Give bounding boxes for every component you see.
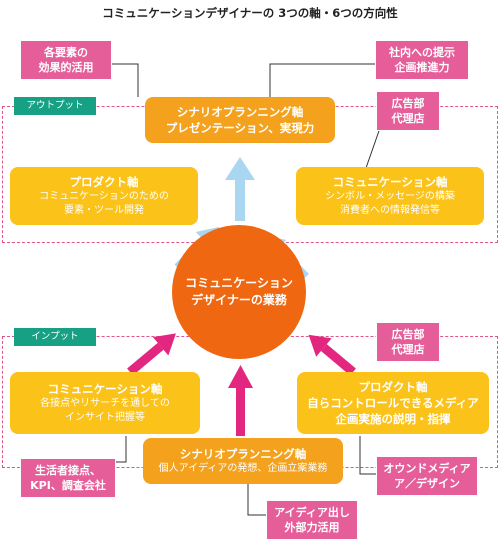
connector-top-right [269,63,375,97]
note-top-left-line2: 効果的活用 [38,61,94,74]
note-right-upper-line1: 広告部 [391,97,425,110]
box-bottom-right-line2: 企画実施の説明・指揮 [335,412,451,426]
note-bottom-left: 生活者接点、 KPI、調査会社 [20,458,116,498]
box-top-line1: プレゼンテーション、実現力 [165,121,315,135]
note-right-upper-line2: 代理店 [391,112,425,125]
zone-label-input: インプット [14,328,96,346]
note-bottom-center-line2: 外部力活用 [284,521,340,534]
note-bottom-left-line1: 生活者接点、 [35,464,101,477]
box-bottom-left-communication: コミュニケーション軸 各接点やリサーチを通しての インサイト把握等 [10,372,200,434]
box-bottom-title: シナリオプランニング軸 [179,447,307,461]
box-top-title: シナリオプランニング軸 [176,105,304,119]
note-top-right-line1: 社内への提示 [389,46,455,59]
box-top-right-title: コミュニケーション軸 [332,175,448,189]
box-top-left-line2: 要素・ツール開発 [64,205,144,216]
note-right-upper: 広告部 代理店 [376,91,440,131]
note-top-right-line2: 企画推進力 [394,61,450,74]
arrow-up-blue [225,157,255,221]
zone-label-output: アウトプット [14,97,96,115]
note-right-lower-line2: 代理店 [391,343,425,356]
note-right-lower-line1: 広告部 [391,328,425,341]
connector-bottom-center [247,484,266,516]
box-top-scenario: シナリオプランニング軸 プレゼンテーション、実現力 [145,97,335,143]
note-bottom-right-line1: オウンドメディア [383,462,471,475]
box-top-left-line1: コミュニケーションのための [39,191,169,202]
note-bottom-center: アイディア出し 外部力活用 [266,500,358,540]
note-right-lower: 広告部 代理店 [376,322,440,362]
box-top-left-title: プロダクト軸 [69,175,139,189]
box-bottom-left-title: コミュニケーション軸 [47,382,163,396]
note-bottom-left-line2: KPI、調査会社 [30,479,106,492]
diagram-title: コミュニケーションデザイナーの 3つの軸・6つの方向性 [102,6,398,20]
note-top-left-line1: 各要素の [44,46,88,59]
box-bottom-right-title: プロダクト軸 [358,380,428,394]
arrow-bottom-right-magenta [308,334,356,376]
note-top-left: 各要素の 効果的活用 [20,40,112,80]
connector-top-left [112,63,139,97]
box-top-right-line2: 消費者への情報発信等 [340,205,440,216]
center-line2: デザイナーの業務 [191,293,287,307]
box-bottom-left-line1: 各接点やリサーチを通しての [40,398,170,409]
connector-right-upper [365,127,381,169]
box-bottom-line1: 個人アイディアの発想、企画立案業務 [158,463,328,474]
note-bottom-right-line2: ア／デザイン [394,477,460,490]
box-bottom-scenario: シナリオプランニング軸 個人アイディアの発想、企画立案業務 [143,438,343,484]
box-top-left-product: プロダクト軸 コミュニケーションのための 要素・ツール開発 [10,167,198,225]
arrow-bottom-left-magenta [127,333,176,376]
box-top-right-communication: コミュニケーション軸 シンボル・メッセージの構築 消費者への情報発信等 [296,167,484,225]
box-bottom-left-line2: インサイト把握等 [65,412,145,423]
note-bottom-right: オウンドメディア ア／デザイン [376,456,478,496]
arrow-up-magenta [228,365,253,436]
center-circle: コミュニケーション デザイナーの業務 [172,225,306,359]
box-bottom-right-line1: 自らコントロールできるメディア [307,396,479,410]
box-bottom-right-product: プロダクト軸 自らコントロールできるメディア 企画実施の説明・指揮 [297,372,489,434]
note-bottom-center-line1: アイディア出し [274,506,350,519]
box-top-right-line1: シンボル・メッセージの構築 [325,191,455,202]
center-line1: コミュニケーション [185,276,293,290]
note-top-right: 社内への提示 企画推進力 [375,40,469,80]
